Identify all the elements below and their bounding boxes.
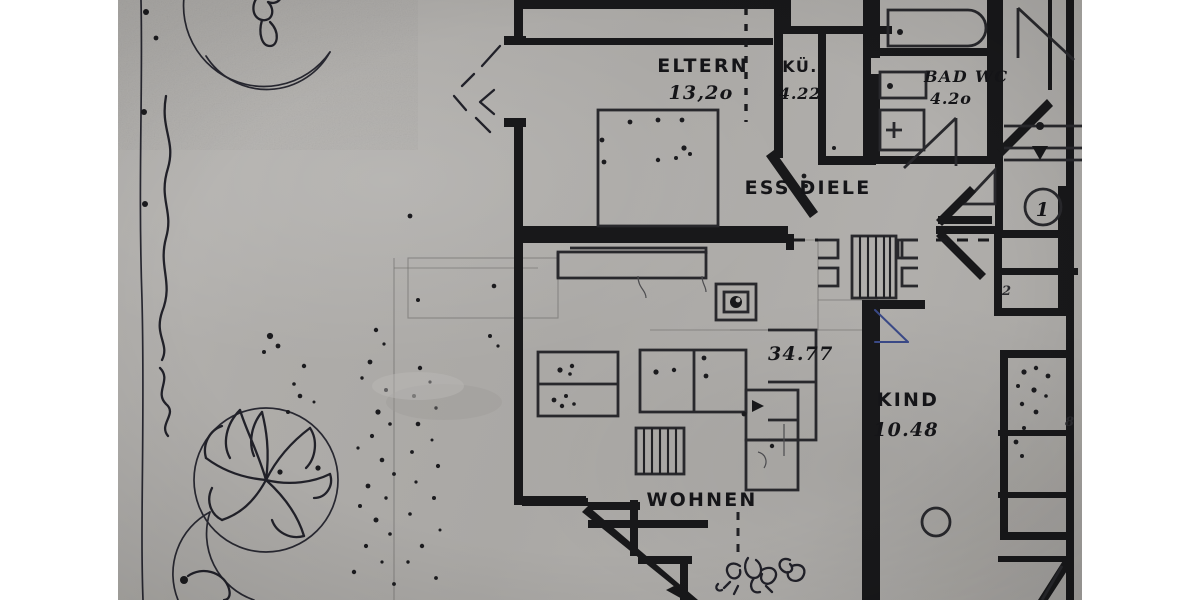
view-marker-1-label: 1 [1036, 199, 1050, 221]
tree-symbol-top [182, 0, 331, 91]
room-essdiele-walls [818, 0, 1053, 280]
plant-doodle-bottom [715, 556, 806, 596]
adjacent-unit-fragments [998, 0, 1082, 600]
room-eltern-walls [504, 0, 818, 235]
room-label-eltern: ELTERN [657, 55, 749, 77]
tree-symbol-large [172, 407, 339, 600]
dimension-total-area: 34.77 [768, 343, 834, 365]
furniture-wohnen [536, 282, 800, 492]
floorplan-vector-layer: ELTERN 13,2o KÜ. 4.22 BAD WC 4.2o ESS DI… [139, 0, 1082, 600]
room-label-kind: KIND [877, 389, 939, 411]
floorplan-photo: ELTERN 13,2o KÜ. 4.22 BAD WC 4.2o ESS DI… [118, 0, 1082, 600]
furniture-kueche [801, 146, 836, 188]
room-area-bad-wc: 4.2o [930, 89, 972, 108]
room-label-wohnen: WOHNEN [647, 489, 758, 511]
floorplan-drawing: ELTERN 13,2o KÜ. 4.22 BAD WC 4.2o ESS DI… [118, 0, 1082, 600]
letterbox-left [0, 0, 118, 600]
room-area-kueche: 4.22 [779, 84, 821, 103]
door-direction-marker-eltern [452, 44, 502, 134]
partial-number-top-right: 2 [1001, 284, 1012, 299]
paper-crease-and-scribbles [139, 0, 172, 600]
view-marker-1: 1 [1023, 187, 1063, 227]
room-bad-wc-walls [871, 0, 995, 170]
room-label-bad-wc: BAD WC [923, 67, 1009, 86]
paper-smudge-light [372, 372, 464, 400]
partial-number-right: 8 [1065, 415, 1075, 430]
letterbox-right [1082, 0, 1200, 600]
room-label-essdiele: ESS DIELE [745, 177, 872, 199]
room-area-kind: 10.48 [873, 419, 939, 441]
room-area-eltern: 13,2o [669, 82, 734, 104]
room-labels: ELTERN 13,2o KÜ. 4.22 BAD WC 4.2o ESS DI… [647, 55, 1009, 511]
room-label-kueche: KÜ. [782, 57, 817, 76]
edge-numerals: 2 8 [1001, 284, 1075, 430]
terrace-stairs [522, 498, 698, 600]
furniture-eltern-bed [596, 108, 720, 228]
stairs-detail [794, 234, 996, 300]
